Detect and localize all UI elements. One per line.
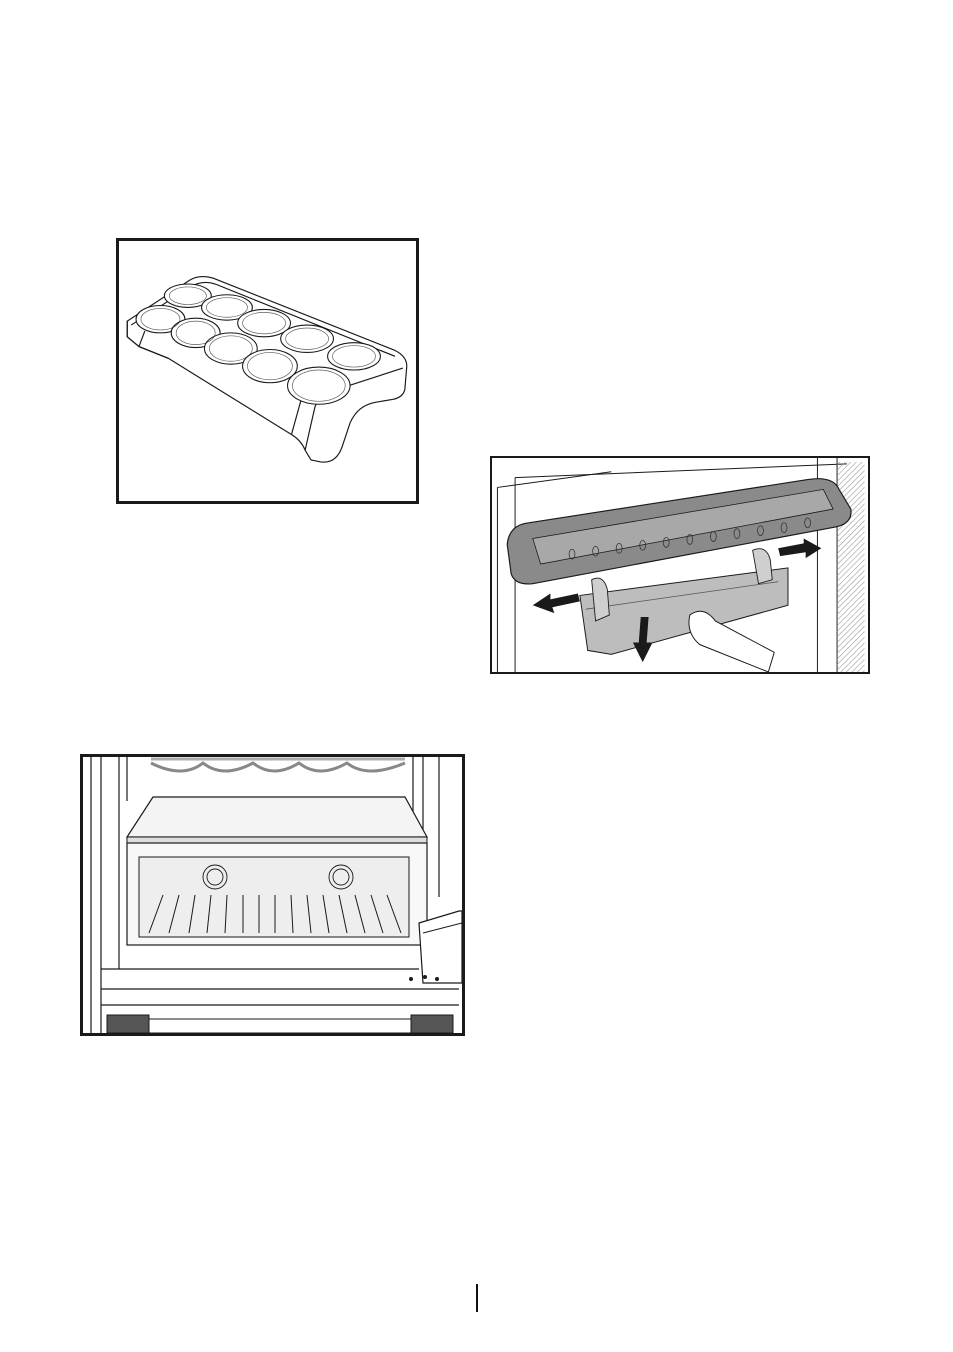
glass-shelf [127, 797, 427, 837]
arrow-right-icon [778, 538, 821, 558]
crisper-drawer-figure [80, 754, 465, 1036]
crisper-drawer-illustration [83, 757, 462, 1033]
door-shelf-figure [490, 456, 870, 674]
door-shelf-removal-illustration [492, 458, 868, 672]
page-separator-line [476, 1284, 478, 1312]
egg-tray-figure [116, 238, 419, 504]
egg-tray-illustration [119, 241, 416, 501]
arrow-left-icon [533, 593, 580, 613]
